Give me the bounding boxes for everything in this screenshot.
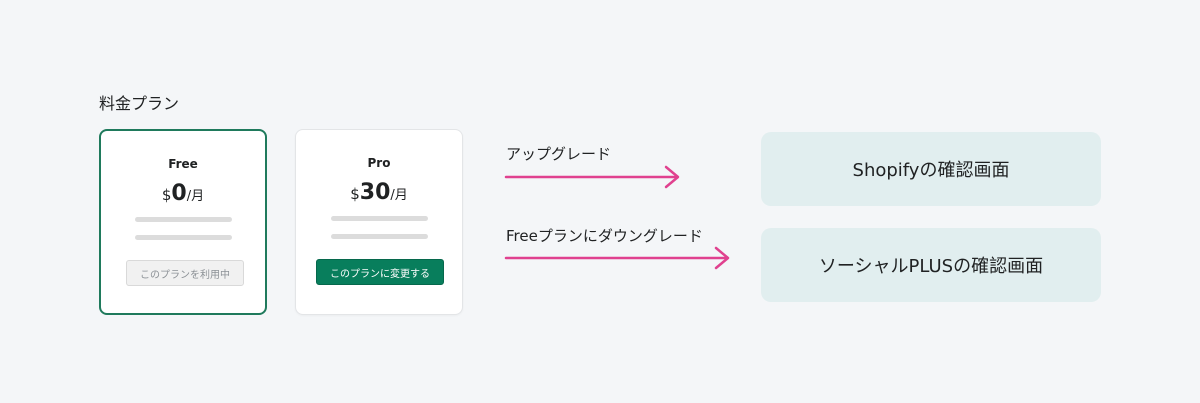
socialplus-confirmation-box: ソーシャルPLUSの確認画面 — [761, 228, 1101, 302]
placeholder-line — [135, 235, 232, 240]
price-unit: /月 — [186, 189, 205, 204]
downgrade-arrow-icon — [504, 246, 730, 270]
section-title: 料金プラン — [99, 94, 180, 113]
plan-card-free: Free $0/月 このプランを利用中 — [99, 129, 267, 315]
price-currency: $ — [161, 186, 172, 204]
price-unit: /月 — [390, 188, 408, 203]
plan-card-pro: Pro $30/月 このプランに変更する — [295, 129, 463, 315]
plan-price: $30/月 — [296, 180, 462, 205]
plan-name: Free — [168, 157, 198, 171]
placeholder-line — [135, 217, 232, 222]
price-currency: $ — [350, 185, 360, 203]
upgrade-label: アップグレード — [506, 145, 612, 163]
current-plan-button: このプランを利用中 — [126, 260, 244, 286]
placeholder-line — [331, 234, 428, 239]
plan-name: Pro — [367, 156, 391, 170]
change-plan-button[interactable]: このプランに変更する — [316, 259, 444, 285]
shopify-confirmation-box: Shopifyの確認画面 — [761, 132, 1101, 206]
price-amount: 0 — [171, 181, 187, 206]
placeholder-line — [331, 216, 428, 221]
plan-price: $0/月 — [101, 181, 265, 206]
price-amount: 30 — [359, 180, 391, 205]
upgrade-arrow-icon — [504, 165, 680, 189]
downgrade-label: Freeプランにダウングレード — [506, 227, 703, 245]
